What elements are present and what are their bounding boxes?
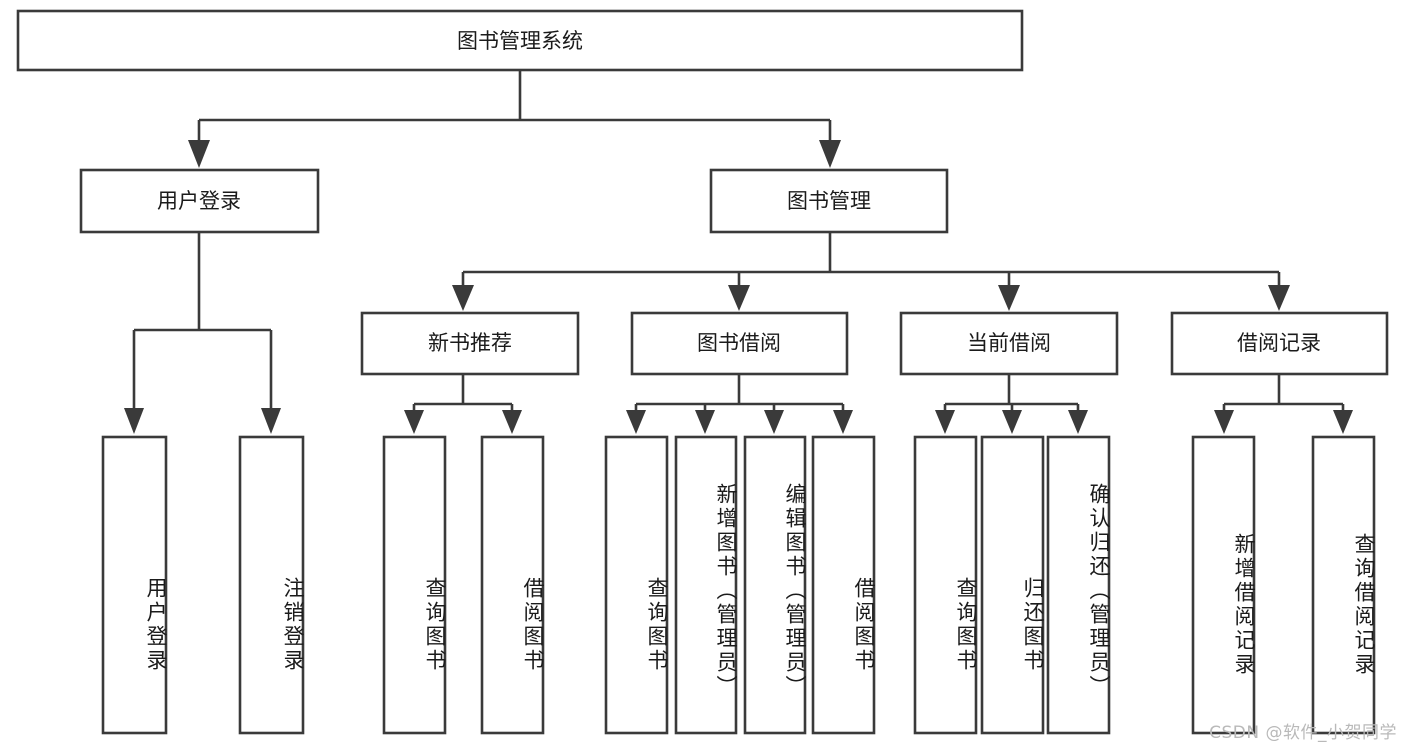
arrowhead-new-book <box>452 285 474 311</box>
leaf-box-bb-edit-book[interactable] <box>743 435 807 735</box>
node-new-book-label: 新书推荐 <box>428 331 512 355</box>
node-book-borrow-label: 图书借阅 <box>697 331 781 355</box>
leaf-box-bb-borrow-book[interactable] <box>811 435 876 735</box>
arrowhead-book-manage <box>819 140 841 168</box>
node-borrow-record-box[interactable] <box>1170 311 1389 376</box>
node-current-borrow-box[interactable] <box>899 311 1119 376</box>
node-borrow-record-label: 借阅记录 <box>1237 331 1321 355</box>
arrowhead-leaf-bb-1 <box>626 410 646 434</box>
arrowhead-book-borrow <box>728 285 750 311</box>
arrowhead-leaf-cb-3 <box>1068 410 1088 434</box>
arrowhead-leaf-cb-2 <box>1002 410 1022 434</box>
leaf-box-cb-confirm-return[interactable] <box>1046 435 1111 735</box>
watermark-text: CSDN @软件_小贺同学 <box>1209 723 1397 743</box>
arrowhead-leaf-cb-1 <box>935 410 955 434</box>
node-new-book-box[interactable] <box>360 311 580 376</box>
arrow-heads <box>124 140 1353 434</box>
arrowhead-leaf-bb-3 <box>764 410 784 434</box>
leaf-boxes <box>101 435 1376 735</box>
node-book-manage-box[interactable] <box>709 168 949 234</box>
leaf-box-br-query-record[interactable] <box>1311 435 1376 735</box>
leaf-box-bb-add-book[interactable] <box>674 435 738 735</box>
arrowhead-leaf-bb-4 <box>833 410 853 434</box>
node-user-login-box[interactable] <box>79 168 320 234</box>
arrowhead-leaf-br-1 <box>1214 410 1234 434</box>
leaf-box-nb-borrow-book[interactable] <box>480 435 545 735</box>
node-current-borrow-label: 当前借阅 <box>967 331 1051 355</box>
arrowhead-user-login <box>188 140 210 168</box>
leaf-box-cb-query-book[interactable] <box>913 435 978 735</box>
arrowhead-leaf-nb-2 <box>502 410 522 434</box>
arrowhead-current-borrow <box>998 285 1020 311</box>
arrowhead-leaf-nb-1 <box>404 410 424 434</box>
connectors <box>132 70 1345 410</box>
leaf-box-br-add-record[interactable] <box>1191 435 1256 735</box>
arrowhead-leaf-br-2 <box>1333 410 1353 434</box>
node-root-label: 图书管理系统 <box>457 29 583 53</box>
node-root-box[interactable] <box>16 9 1024 72</box>
arrowhead-borrow-record <box>1268 285 1290 311</box>
leaf-box-cb-return-book[interactable] <box>980 435 1045 735</box>
leaf-box-bb-query-book[interactable] <box>604 435 669 735</box>
node-book-manage-label: 图书管理 <box>787 189 871 213</box>
arrowhead-leaf-user-login <box>124 408 144 434</box>
node-user-login-label: 用户登录 <box>157 189 241 213</box>
node-book-borrow-box[interactable] <box>630 311 849 376</box>
leaf-box-user-login[interactable] <box>101 435 168 735</box>
arrowhead-leaf-logout <box>261 408 281 434</box>
leaf-box-nb-query-book[interactable] <box>382 435 447 735</box>
node-boxes: 图书管理系统 用户登录 图书管理 新书推荐 图书借阅 当前借阅 借阅记录 <box>16 9 1389 376</box>
arrowhead-leaf-bb-2 <box>695 410 715 434</box>
leaf-box-logout[interactable] <box>238 435 305 735</box>
